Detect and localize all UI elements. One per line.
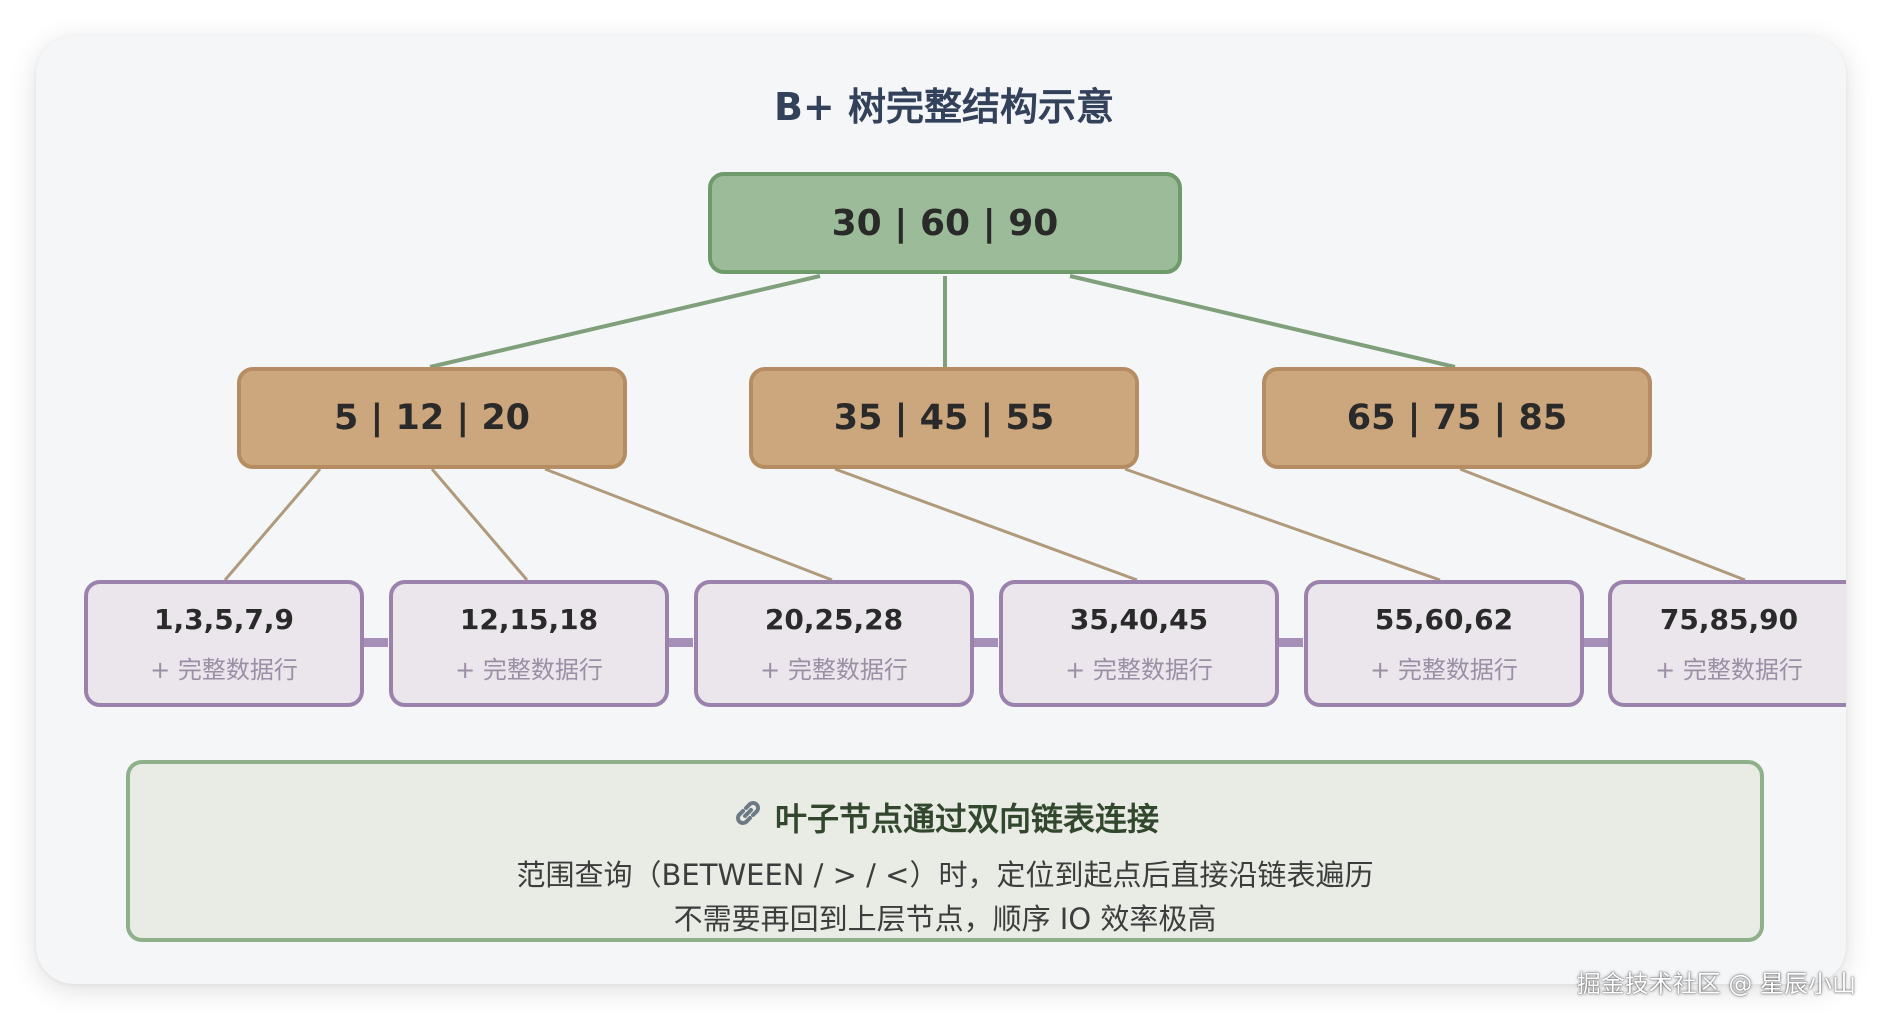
internal-node-1: 5 | 12 | 20	[237, 367, 627, 469]
leaf-node-4: 35,40,45 + 完整数据行	[999, 580, 1279, 707]
watermark: 掘金技术社区 @ 星辰小山	[1576, 970, 1856, 998]
leaf-node-2: 12,15,18 + 完整数据行	[389, 580, 669, 707]
edge-internal1-leaf1	[223, 468, 322, 581]
leaf-extra: + 完整数据行	[760, 655, 908, 684]
edge-root-internal-3	[1069, 274, 1456, 369]
edge-internal2-leaf4	[834, 467, 1138, 582]
leaf-link-1-2	[360, 638, 388, 647]
note-title: 叶子节点通过双向链表连接	[774, 800, 1159, 838]
linked-list-note: 叶子节点通过双向链表连接 范围查询（BETWEEN / > / <）时，定位到起…	[126, 760, 1764, 942]
leaf-node-1: 1,3,5,7,9 + 完整数据行	[84, 580, 364, 707]
note-line-1: 范围查询（BETWEEN / > / <）时，定位到起点后直接沿链表遍历	[516, 858, 1374, 892]
leaf-keys: 55,60,62	[1374, 602, 1514, 636]
edge-internal1-leaf2	[430, 468, 529, 581]
leaf-link-5-6	[1580, 638, 1608, 647]
leaf-link-3-4	[970, 638, 998, 647]
leaf-keys: 12,15,18	[459, 602, 599, 636]
link-icon	[731, 796, 765, 838]
leaf-extra: + 完整数据行	[1065, 655, 1213, 684]
leaf-keys: 75,85,90	[1659, 602, 1799, 636]
leaf-link-4-5	[1275, 638, 1303, 647]
edge-internal3-leaf6	[1459, 467, 1746, 582]
root-node: 30 | 60 | 90	[708, 172, 1182, 274]
leaf-node-6: 75,85,90 + 完整数据行	[1608, 580, 1846, 707]
note-line-2: 不需要再回到上层节点，顺序 IO 效率极高	[673, 902, 1217, 936]
note-title-row: 叶子节点通过双向链表连接	[130, 794, 1760, 840]
leaf-extra: + 完整数据行	[150, 655, 298, 684]
leaf-keys: 20,25,28	[764, 602, 904, 636]
leaf-link-2-3	[665, 638, 693, 647]
edge-internal1-leaf3	[544, 467, 833, 582]
leaf-keys: 1,3,5,7,9	[154, 602, 294, 636]
leaf-extra: + 完整数据行	[1370, 655, 1518, 684]
internal-node-3: 65 | 75 | 85	[1262, 367, 1652, 469]
leaf-keys: 35,40,45	[1069, 602, 1209, 636]
leaf-extra: + 完整数据行	[1655, 655, 1803, 684]
leaf-node-5: 55,60,62 + 完整数据行	[1304, 580, 1584, 707]
diagram-title: B+ 树完整结构示意	[773, 85, 1115, 129]
internal-node-2: 35 | 45 | 55	[749, 367, 1139, 469]
edge-internal2-leaf5	[1124, 467, 1441, 582]
edge-root-internal-1	[429, 274, 821, 369]
leaf-node-3: 20,25,28 + 完整数据行	[694, 580, 974, 707]
leaf-extra: + 完整数据行	[455, 655, 603, 684]
